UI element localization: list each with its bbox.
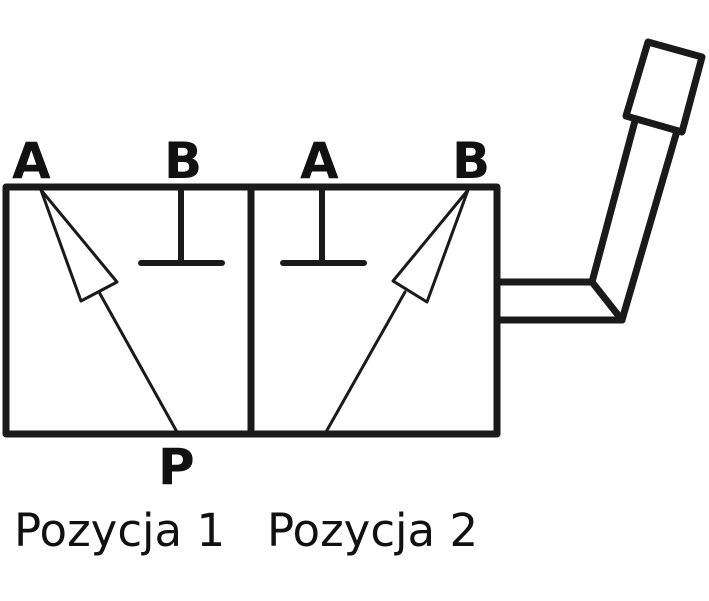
port-label-a-position-1: A (12, 132, 51, 190)
position-2-label: Pozycja 2 (267, 504, 479, 557)
blocked-port-b-icon (138, 187, 225, 266)
port-label-a-position-2: A (300, 132, 339, 190)
position-1-box (2, 183, 255, 438)
flow-arrow-p-to-b-icon (324, 188, 470, 434)
port-label-p: P (158, 438, 195, 496)
position-1-label: Pozycja 1 (14, 504, 226, 557)
flow-arrow-p-to-a-icon (39, 188, 179, 434)
lever-handle-icon (493, 38, 706, 324)
blocked-port-a-icon (280, 187, 367, 266)
position-2-box (247, 183, 501, 438)
port-label-b-position-1: B (164, 132, 203, 190)
port-label-b-position-2: B (452, 132, 491, 190)
